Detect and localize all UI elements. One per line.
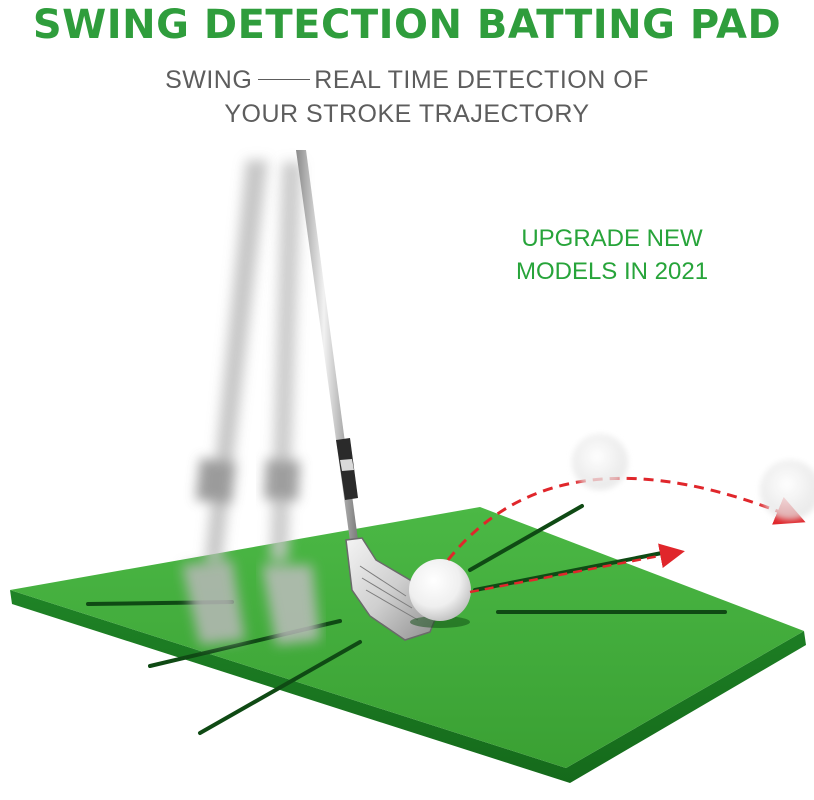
trajectory-arrow-icon — [446, 476, 806, 594]
ghost-ball — [572, 434, 628, 490]
alignment-line — [473, 549, 674, 592]
alignment-line — [198, 640, 362, 735]
ghost-ball — [760, 460, 814, 520]
golf-ball-icon — [409, 559, 471, 628]
page-title: SWING DETECTION BATTING PAD — [32, 2, 782, 48]
ghost-club-1 — [182, 160, 268, 645]
ghost-club-2 — [262, 162, 320, 645]
batting-mat — [10, 504, 806, 783]
subtitle-line-2: YOUR STROKE TRAJECTORY — [224, 100, 590, 128]
subtitle-detection: REAL TIME DETECTION OF — [314, 66, 649, 94]
subtitle-line-1: SWING REAL TIME DETECTION OF — [0, 66, 814, 95]
upgrade-line-2: MODELS IN 2021 — [515, 258, 709, 285]
upgrade-line-1: UPGRADE NEW — [521, 225, 703, 252]
subtitle-swing: SWING — [165, 66, 253, 94]
subtitle-dash — [258, 78, 311, 81]
golf-club-icon — [296, 150, 439, 641]
upgrade-callout: UPGRADE NEW MODELS IN 2021 — [500, 222, 724, 288]
alignment-line — [468, 504, 584, 572]
